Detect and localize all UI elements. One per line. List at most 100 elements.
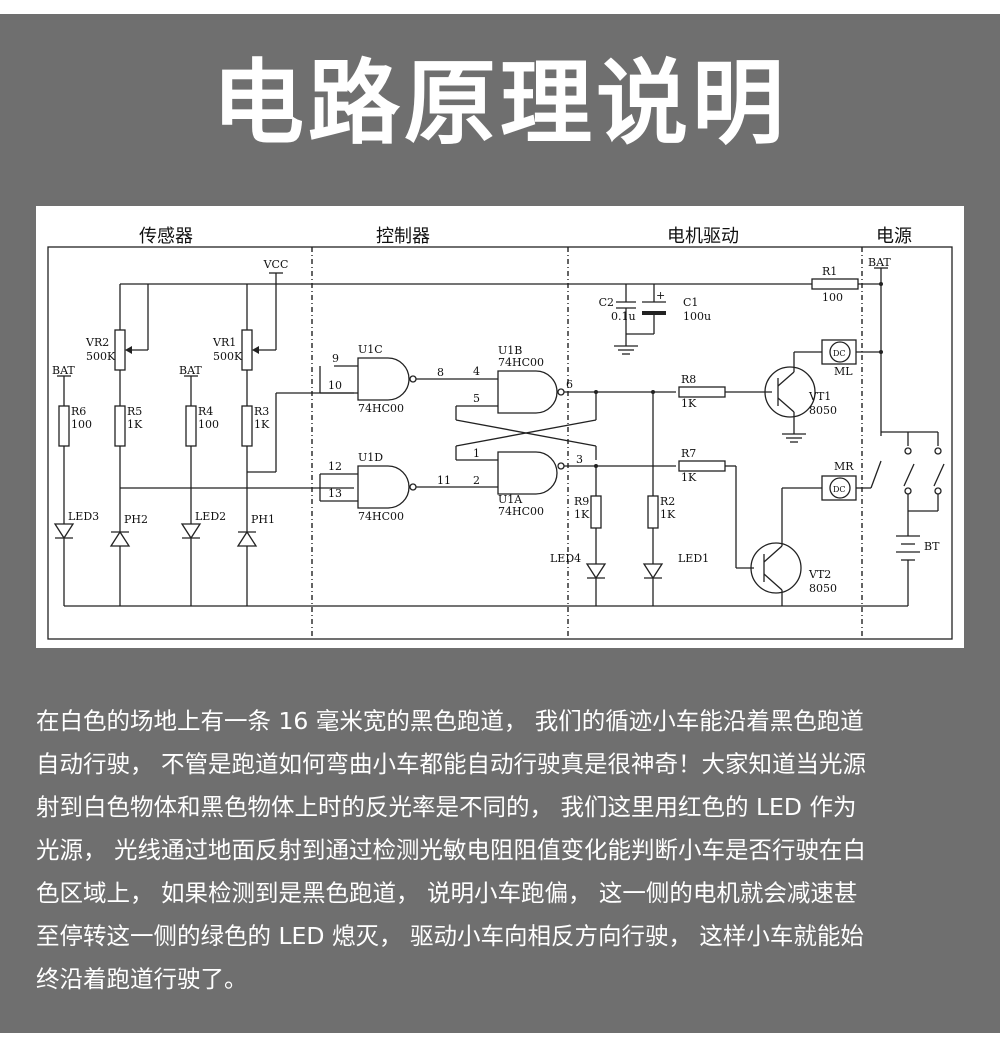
svg-text:500K: 500K — [213, 350, 243, 363]
circuit-svg: 传感器 控制器 电机驱动 电源 VCC BAT R6 100 — [47, 226, 953, 640]
transistor-vt2 — [750, 542, 802, 594]
svg-text:11: 11 — [437, 474, 451, 487]
led2 — [180, 523, 202, 540]
svg-text:74HC00: 74HC00 — [498, 505, 544, 518]
svg-text:8050: 8050 — [809, 404, 837, 417]
led3 — [53, 523, 75, 540]
svg-text:1K: 1K — [127, 418, 143, 431]
section-power: 电源 — [876, 226, 912, 247]
svg-text:U1B: U1B — [498, 344, 522, 357]
description-line: 光源， 光线通过地面反射到通过检测光敏电阻阻值变化能判断小车是否行驶在白 — [36, 836, 866, 864]
gate-u1b — [497, 370, 558, 414]
resistor-r7 — [678, 460, 726, 472]
svg-text:1: 1 — [473, 447, 480, 460]
svg-text:0.1u: 0.1u — [611, 310, 636, 323]
svg-text:6: 6 — [566, 378, 573, 391]
pot-vr1 — [241, 329, 253, 371]
gate-u1c — [357, 357, 410, 401]
description-line: 自动行驶， 不管是跑道如何弯曲小车都能自动行驶真是很神奇！大家知道当光源 — [36, 750, 866, 778]
svg-text:C1: C1 — [683, 296, 698, 309]
svg-text:R9: R9 — [574, 495, 589, 508]
svg-text:LED4: LED4 — [550, 552, 581, 565]
photoresistor-ph1 — [236, 530, 258, 547]
svg-text:100: 100 — [198, 418, 219, 431]
resistor-r1 — [811, 278, 859, 290]
svg-text:1K: 1K — [681, 471, 697, 484]
svg-text:4: 4 — [473, 365, 480, 378]
svg-text:BAT: BAT — [179, 364, 202, 377]
svg-text:10: 10 — [328, 379, 342, 392]
svg-text:MR: MR — [834, 460, 854, 473]
svg-text:100u: 100u — [683, 310, 711, 323]
svg-text:74HC00: 74HC00 — [358, 510, 404, 523]
resistor-r4 — [185, 405, 197, 447]
svg-text:1K: 1K — [254, 418, 270, 431]
svg-text:R8: R8 — [681, 373, 696, 386]
led1 — [642, 563, 664, 580]
pot-vr2 — [114, 329, 126, 371]
section-motor-drive: 电机驱动 — [667, 226, 739, 247]
svg-text:DC: DC — [833, 485, 846, 494]
bat-label-1: BAT — [52, 364, 75, 377]
svg-text:R2: R2 — [660, 495, 675, 508]
svg-text:9: 9 — [332, 352, 339, 365]
svg-text:R7: R7 — [681, 447, 696, 460]
svg-text:74HC00: 74HC00 — [498, 356, 544, 369]
svg-text:R3: R3 — [254, 405, 269, 418]
svg-text:BT: BT — [924, 540, 940, 553]
gate-u1a — [497, 451, 558, 495]
description-line: 在白色的场地上有一条 16 毫米宽的黑色跑道， 我们的循迹小车能沿着黑色跑道 — [36, 707, 864, 735]
svg-text:BAT: BAT — [868, 256, 891, 269]
svg-text:R5: R5 — [127, 405, 142, 418]
svg-text:100: 100 — [822, 291, 843, 304]
resistor-r6 — [58, 405, 70, 447]
svg-text:13: 13 — [328, 487, 342, 500]
transistor-vt1 — [764, 366, 816, 418]
svg-text:R1: R1 — [822, 265, 837, 278]
svg-text:1K: 1K — [681, 397, 697, 410]
svg-text:VT2: VT2 — [808, 568, 831, 581]
svg-text:1K: 1K — [660, 508, 676, 521]
page-title: 电路原理说明 — [211, 50, 788, 157]
resistor-r5 — [114, 405, 126, 447]
svg-text:LED3: LED3 — [68, 510, 99, 523]
svg-text:500K: 500K — [86, 350, 116, 363]
description-line: 终沿着跑道行驶了。 — [36, 965, 248, 993]
section-sensor: 传感器 — [139, 226, 193, 247]
gate-u1d — [357, 465, 410, 509]
circuit-diagram: 传感器 控制器 电机驱动 电源 VCC BAT R6 100 — [36, 206, 964, 648]
svg-text:U1D: U1D — [358, 451, 383, 464]
svg-text:C2: C2 — [599, 296, 614, 309]
svg-text:R6: R6 — [71, 405, 86, 418]
svg-text:PH2: PH2 — [124, 513, 148, 526]
svg-text:PH1: PH1 — [251, 513, 275, 526]
svg-text:+: + — [656, 289, 665, 302]
svg-text:100: 100 — [71, 418, 92, 431]
description-line: 射到白色物体和黑色物体上时的反光率是不同的， 我们这里用红色的 LED 作为 — [36, 793, 857, 821]
svg-text:LED1: LED1 — [678, 552, 709, 565]
svg-text:12: 12 — [328, 460, 342, 473]
svg-text:R4: R4 — [198, 405, 213, 418]
power-switch — [903, 463, 915, 487]
resistor-r8 — [678, 386, 726, 398]
svg-text:VR2: VR2 — [85, 336, 109, 349]
svg-text:VR1: VR1 — [212, 336, 236, 349]
svg-text:8050: 8050 — [809, 582, 837, 595]
resistor-r2 — [647, 495, 659, 529]
resistor-r9 — [590, 495, 602, 529]
resistor-r3 — [241, 405, 253, 447]
led4 — [585, 563, 607, 580]
svg-text:1K: 1K — [574, 508, 590, 521]
svg-text:ML: ML — [834, 365, 853, 378]
svg-text:5: 5 — [473, 392, 480, 405]
diagram-frame — [47, 246, 953, 640]
svg-text:74HC00: 74HC00 — [358, 402, 404, 415]
vcc-label: VCC — [263, 258, 289, 271]
description-text: 在白色的场地上有一条 16 毫米宽的黑色跑道， 我们的循迹小车能沿着黑色跑道 自… — [36, 700, 966, 1001]
description-line: 至停转这一侧的绿色的 LED 熄灭， 驱动小车向相反方向行驶， 这样小车就能始 — [36, 922, 864, 950]
svg-text:2: 2 — [473, 474, 480, 487]
photoresistor-ph2 — [109, 530, 131, 547]
description-line: 色区域上， 如果检测到是黑色跑道， 说明小车跑偏， 这一侧的电机就会减速甚 — [36, 879, 858, 907]
svg-text:3: 3 — [576, 453, 583, 466]
